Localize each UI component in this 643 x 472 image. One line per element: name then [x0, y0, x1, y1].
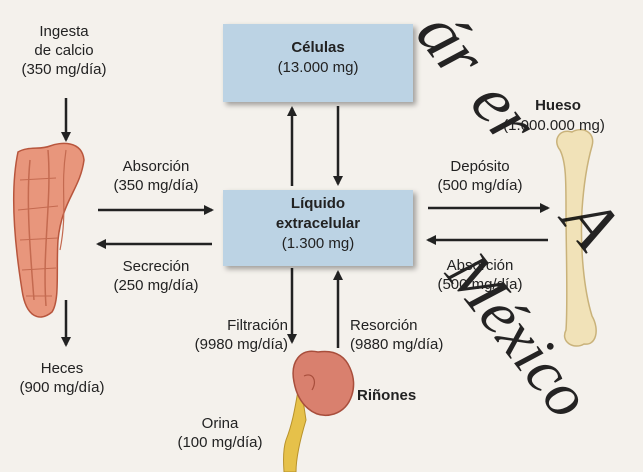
- bone-amount: (1.000.000 mg): [484, 116, 624, 135]
- filtration-line2: (9980 mg/día): [166, 335, 288, 354]
- gut-secretion-line2: (250 mg/día): [96, 276, 216, 295]
- cells-title: Células: [223, 38, 413, 58]
- cells-amount: (13.000 mg): [278, 59, 359, 76]
- bone-deposit-label: Depósito (500 mg/día): [420, 157, 540, 195]
- reabsorption-line2: (9880 mg/día): [350, 335, 470, 354]
- intake-label: Ingesta de calcio (350 mg/día): [4, 22, 124, 79]
- bone-absorption-line2: (500 mg/día): [420, 275, 540, 294]
- reabsorption-line1: Resorción: [350, 316, 470, 335]
- cells-box: Células (13.000 mg): [223, 24, 413, 102]
- feces-line1: Heces: [2, 359, 122, 378]
- urine-line1: Orina: [160, 414, 280, 433]
- ecf-box: Líquido extracelular (1.300 mg): [223, 190, 413, 266]
- gut-absorption-line2: (350 mg/día): [96, 176, 216, 195]
- kidneys-label: Riñones: [357, 386, 437, 405]
- feces-line2: (900 mg/día): [2, 378, 122, 397]
- intake-line2: de calcio: [4, 41, 124, 60]
- gut-absorption-line1: Absorción: [96, 157, 216, 176]
- gut-absorption-label: Absorción (350 mg/día): [96, 157, 216, 195]
- gut-secretion-line1: Secreción: [96, 257, 216, 276]
- intake-line3: (350 mg/día): [4, 60, 124, 79]
- gut-secretion-label: Secreción (250 mg/día): [96, 257, 216, 295]
- ecf-title-line1: Líquido: [223, 194, 413, 214]
- filtration-label: Filtración (9980 mg/día): [166, 316, 288, 354]
- bone-absorption-line1: Absorción: [420, 256, 540, 275]
- bone-deposit-line2: (500 mg/día): [420, 176, 540, 195]
- reabsorption-label: Resorción (9880 mg/día): [350, 316, 470, 354]
- urine-label: Orina (100 mg/día): [160, 414, 280, 452]
- urine-line2: (100 mg/día): [160, 433, 280, 452]
- bone-deposit-line1: Depósito: [420, 157, 540, 176]
- bone-absorption-label: Absorción (500 mg/día): [420, 256, 540, 294]
- intake-line1: Ingesta: [4, 22, 124, 41]
- bone-title: Hueso: [518, 96, 598, 115]
- ecf-amount: (1.300 mg): [282, 235, 355, 252]
- feces-label: Heces (900 mg/día): [2, 359, 122, 397]
- filtration-line1: Filtración: [166, 316, 288, 335]
- ecf-title-line2: extracelular: [223, 214, 413, 234]
